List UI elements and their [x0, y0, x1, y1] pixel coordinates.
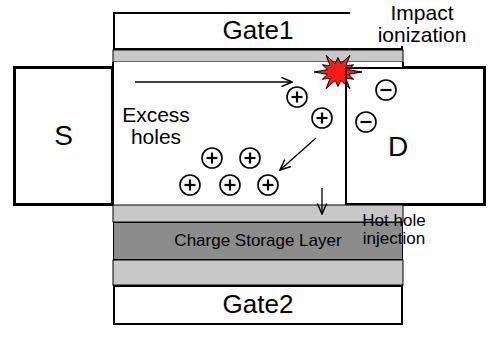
hole-symbol — [312, 108, 332, 128]
hole-symbol — [287, 87, 307, 107]
node-text: S — [54, 121, 73, 150]
blocking-oxide — [113, 260, 403, 285]
node-text: D — [388, 132, 408, 161]
electron-symbol — [356, 112, 376, 132]
gate-box: Gate2 — [113, 285, 403, 325]
charge-symbols — [180, 80, 396, 195]
hole-symbol — [220, 175, 240, 195]
hole-symbol — [180, 175, 200, 195]
drain-region: D — [345, 67, 485, 205]
channel-body — [113, 62, 403, 205]
hole-symbol — [240, 148, 260, 168]
source-region: S — [14, 67, 113, 205]
impact-star — [314, 55, 362, 88]
hole-drift-arrow — [280, 138, 316, 170]
callout-label: Excess holes — [116, 104, 196, 148]
node-text: Charge Storage Layer — [174, 232, 341, 250]
gate-oxide — [113, 50, 403, 62]
node-text: Gate1 — [223, 17, 294, 44]
electron-path-arrow — [135, 81, 292, 82]
hole-symbol — [202, 148, 222, 168]
callout-label: Hot hole injection — [345, 212, 443, 248]
storage-layer: Charge Storage Layer — [113, 222, 403, 260]
electron-symbol — [376, 80, 396, 100]
hole-symbol — [258, 175, 278, 195]
callout-label: Impact ionization — [350, 2, 494, 46]
node-text: Gate2 — [223, 291, 294, 318]
injection-arrow — [321, 188, 322, 214]
tunnel-oxide — [113, 205, 403, 222]
